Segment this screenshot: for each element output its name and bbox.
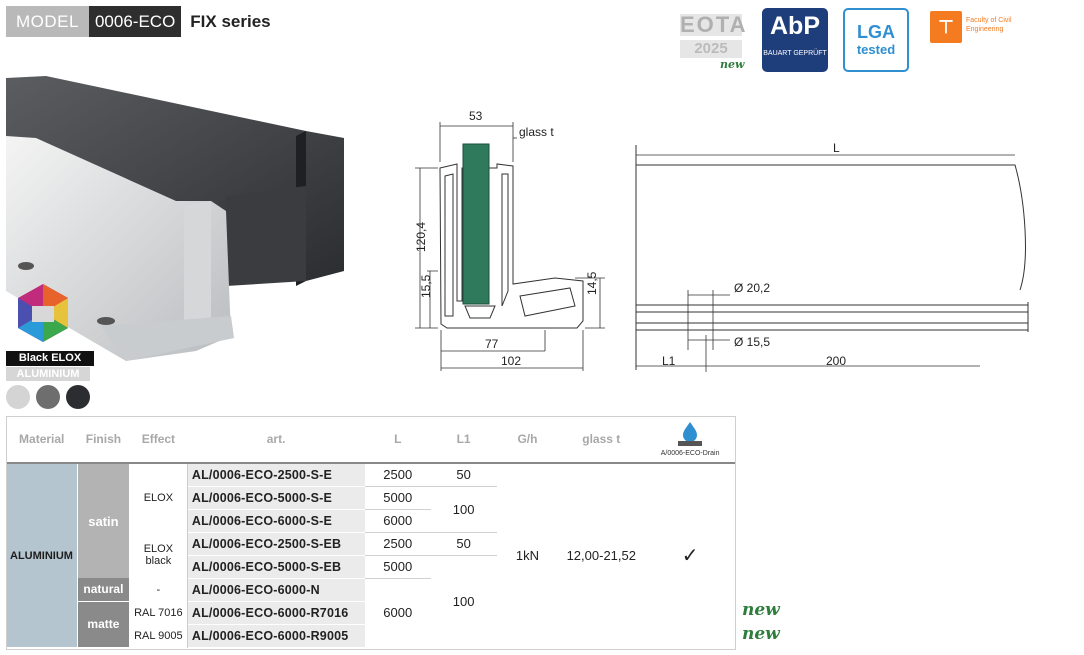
cell-l1: 50 [430, 532, 497, 556]
cell-art: AL/0006-ECO-2500-S-EB [187, 532, 365, 556]
eota-new-badge: new [720, 58, 745, 71]
header-effect: Effect [129, 416, 188, 464]
header-material: Material [6, 416, 78, 464]
cell-length: 2500 [364, 532, 431, 556]
dim-width-top: 53 [469, 109, 483, 123]
dim-offset-l1: L1 [662, 354, 676, 368]
header-art: art. [187, 416, 365, 464]
new-badge-r7016: new [742, 600, 780, 620]
lga-line1: LGA [857, 22, 895, 42]
color-swatch[interactable] [36, 385, 60, 409]
dim-height-inner: 15,5 [419, 274, 433, 298]
cell-finish-natural: natural [77, 578, 130, 602]
series-title: FIX series [190, 11, 271, 31]
cell-art: AL/0006-ECO-5000-S-E [187, 486, 365, 510]
cell-effect-ral7016: RAL 7016 [129, 601, 188, 624]
color-swatch[interactable] [6, 385, 30, 409]
faculty-logo: ⊤ Faculty of Civil Engineering [930, 8, 1040, 72]
cell-length: 5000 [364, 486, 431, 510]
faculty-emblem-icon: ⊤ [930, 11, 962, 43]
cell-glass-range: 12,00-21,52 [566, 548, 636, 563]
length-side-view-drawing: L Ø 20,2 Ø 15,5 L1 200 [635, 141, 1029, 372]
cell-finish-satin: satin [77, 463, 130, 578]
faculty-text: Faculty of Civil Engineering [966, 17, 1012, 33]
cell-effect-ral9005: RAL 9005 [129, 624, 188, 647]
finish-tag-black-elox: Black ELOX [6, 351, 94, 366]
lga-line2: tested [856, 42, 896, 57]
check-icon: ✓ [681, 545, 699, 567]
table-row: natural - AL/0006-ECO-6000-N 6000 [6, 578, 736, 620]
table-row: matte RAL 7016 AL/0006-ECO-6000-R7016 [6, 601, 736, 648]
table-row: AL/0006-ECO-6000-S-E 6000 [6, 509, 736, 533]
cell-finish-matte: matte [77, 601, 130, 648]
model-label: MODEL [6, 6, 89, 37]
table-row: AL/0006-ECO-5000-S-E 5000 100 [6, 486, 736, 533]
table-row: ALUMINIUM satin ELOX AL/0006-ECO-2500-S-… [6, 463, 736, 647]
dim-height-base: 14,5 [585, 271, 599, 295]
cell-l1: 100 [430, 486, 497, 533]
lga-logo: LGA tested [843, 8, 909, 72]
dim-base-total: 102 [501, 354, 521, 368]
dim-length: L [833, 141, 840, 155]
model-header: MODEL 0006-ECO FIX series [6, 6, 271, 37]
cell-l1: 50 [430, 463, 497, 487]
abp-sub: BAUART GEPRÜFT [763, 50, 827, 57]
eota-logo: EOTA 2025 new [676, 8, 750, 72]
profile-cross-section-drawing: 53 glass t 120,4 15,5 14,5 77 102 [414, 109, 605, 371]
cell-art: AL/0006-ECO-6000-R7016 [187, 601, 365, 625]
cell-material: ALUMINIUM [6, 463, 78, 647]
header-length: L [364, 416, 431, 464]
cell-art: AL/0006-ECO-2500-S-E [187, 463, 365, 487]
dim-glass: glass t [519, 125, 554, 139]
table-row: AL/0006-ECO-5000-S-EB 5000 100 [6, 555, 736, 609]
cell-art: AL/0006-ECO-6000-N [187, 578, 365, 602]
product-table: Material Finish Effect art. L L1 G/h gla… [6, 416, 736, 648]
cell-length: 6000 [383, 605, 413, 621]
header-l1: L1 [430, 416, 497, 464]
header-drain: A/0006-ECO-Drain [644, 416, 736, 464]
cell-art: AL/0006-ECO-6000-R9005 [187, 624, 365, 648]
cell-effect-elox-black: ELOX black [129, 532, 188, 578]
cell-effect-dash: - [129, 578, 188, 601]
cell-l1: 100 [452, 593, 475, 609]
table-row: ELOX black AL/0006-ECO-2500-S-EB 2500 50 [6, 532, 736, 578]
dim-spacing: 200 [826, 354, 846, 368]
drain-label: A/0006-ECO-Drain [660, 450, 720, 457]
drain-water-icon [678, 422, 703, 446]
abp-title: AbP [770, 12, 820, 40]
dim-hole-small: Ø 15,5 [734, 335, 770, 349]
eota-line1: EOTA [680, 12, 748, 37]
dim-height-total: 120,4 [414, 222, 428, 252]
dim-base-inner: 77 [485, 337, 499, 351]
abp-logo: AbP BAUART GEPRÜFT [762, 8, 828, 72]
color-swatch[interactable] [66, 385, 90, 409]
dim-hole-large: Ø 20,2 [734, 281, 770, 295]
header-glass: glass t [558, 416, 645, 464]
cell-length: 5000 [364, 555, 431, 579]
finish-tag-aluminium: ALUMINIUM [6, 367, 90, 381]
new-badge-r9005: new [742, 624, 780, 644]
model-code: 0006-ECO [88, 6, 182, 37]
table-header-row: Material Finish Effect art. L L1 G/h gla… [6, 416, 736, 464]
cell-length: 2500 [364, 463, 431, 487]
table-row: RAL 9005 AL/0006-ECO-6000-R9005 [6, 624, 736, 648]
eota-line2: 2025 [680, 40, 742, 58]
cell-art: AL/0006-ECO-5000-S-EB [187, 555, 365, 579]
cell-length: 6000 [364, 509, 431, 533]
color-options-icon [18, 284, 68, 342]
header-load: G/h [496, 416, 559, 464]
header-finish: Finish [77, 416, 130, 464]
cell-effect-elox: ELOX [129, 463, 188, 532]
cell-art: AL/0006-ECO-6000-S-E [187, 509, 365, 533]
cell-load: 1kN [515, 548, 539, 563]
